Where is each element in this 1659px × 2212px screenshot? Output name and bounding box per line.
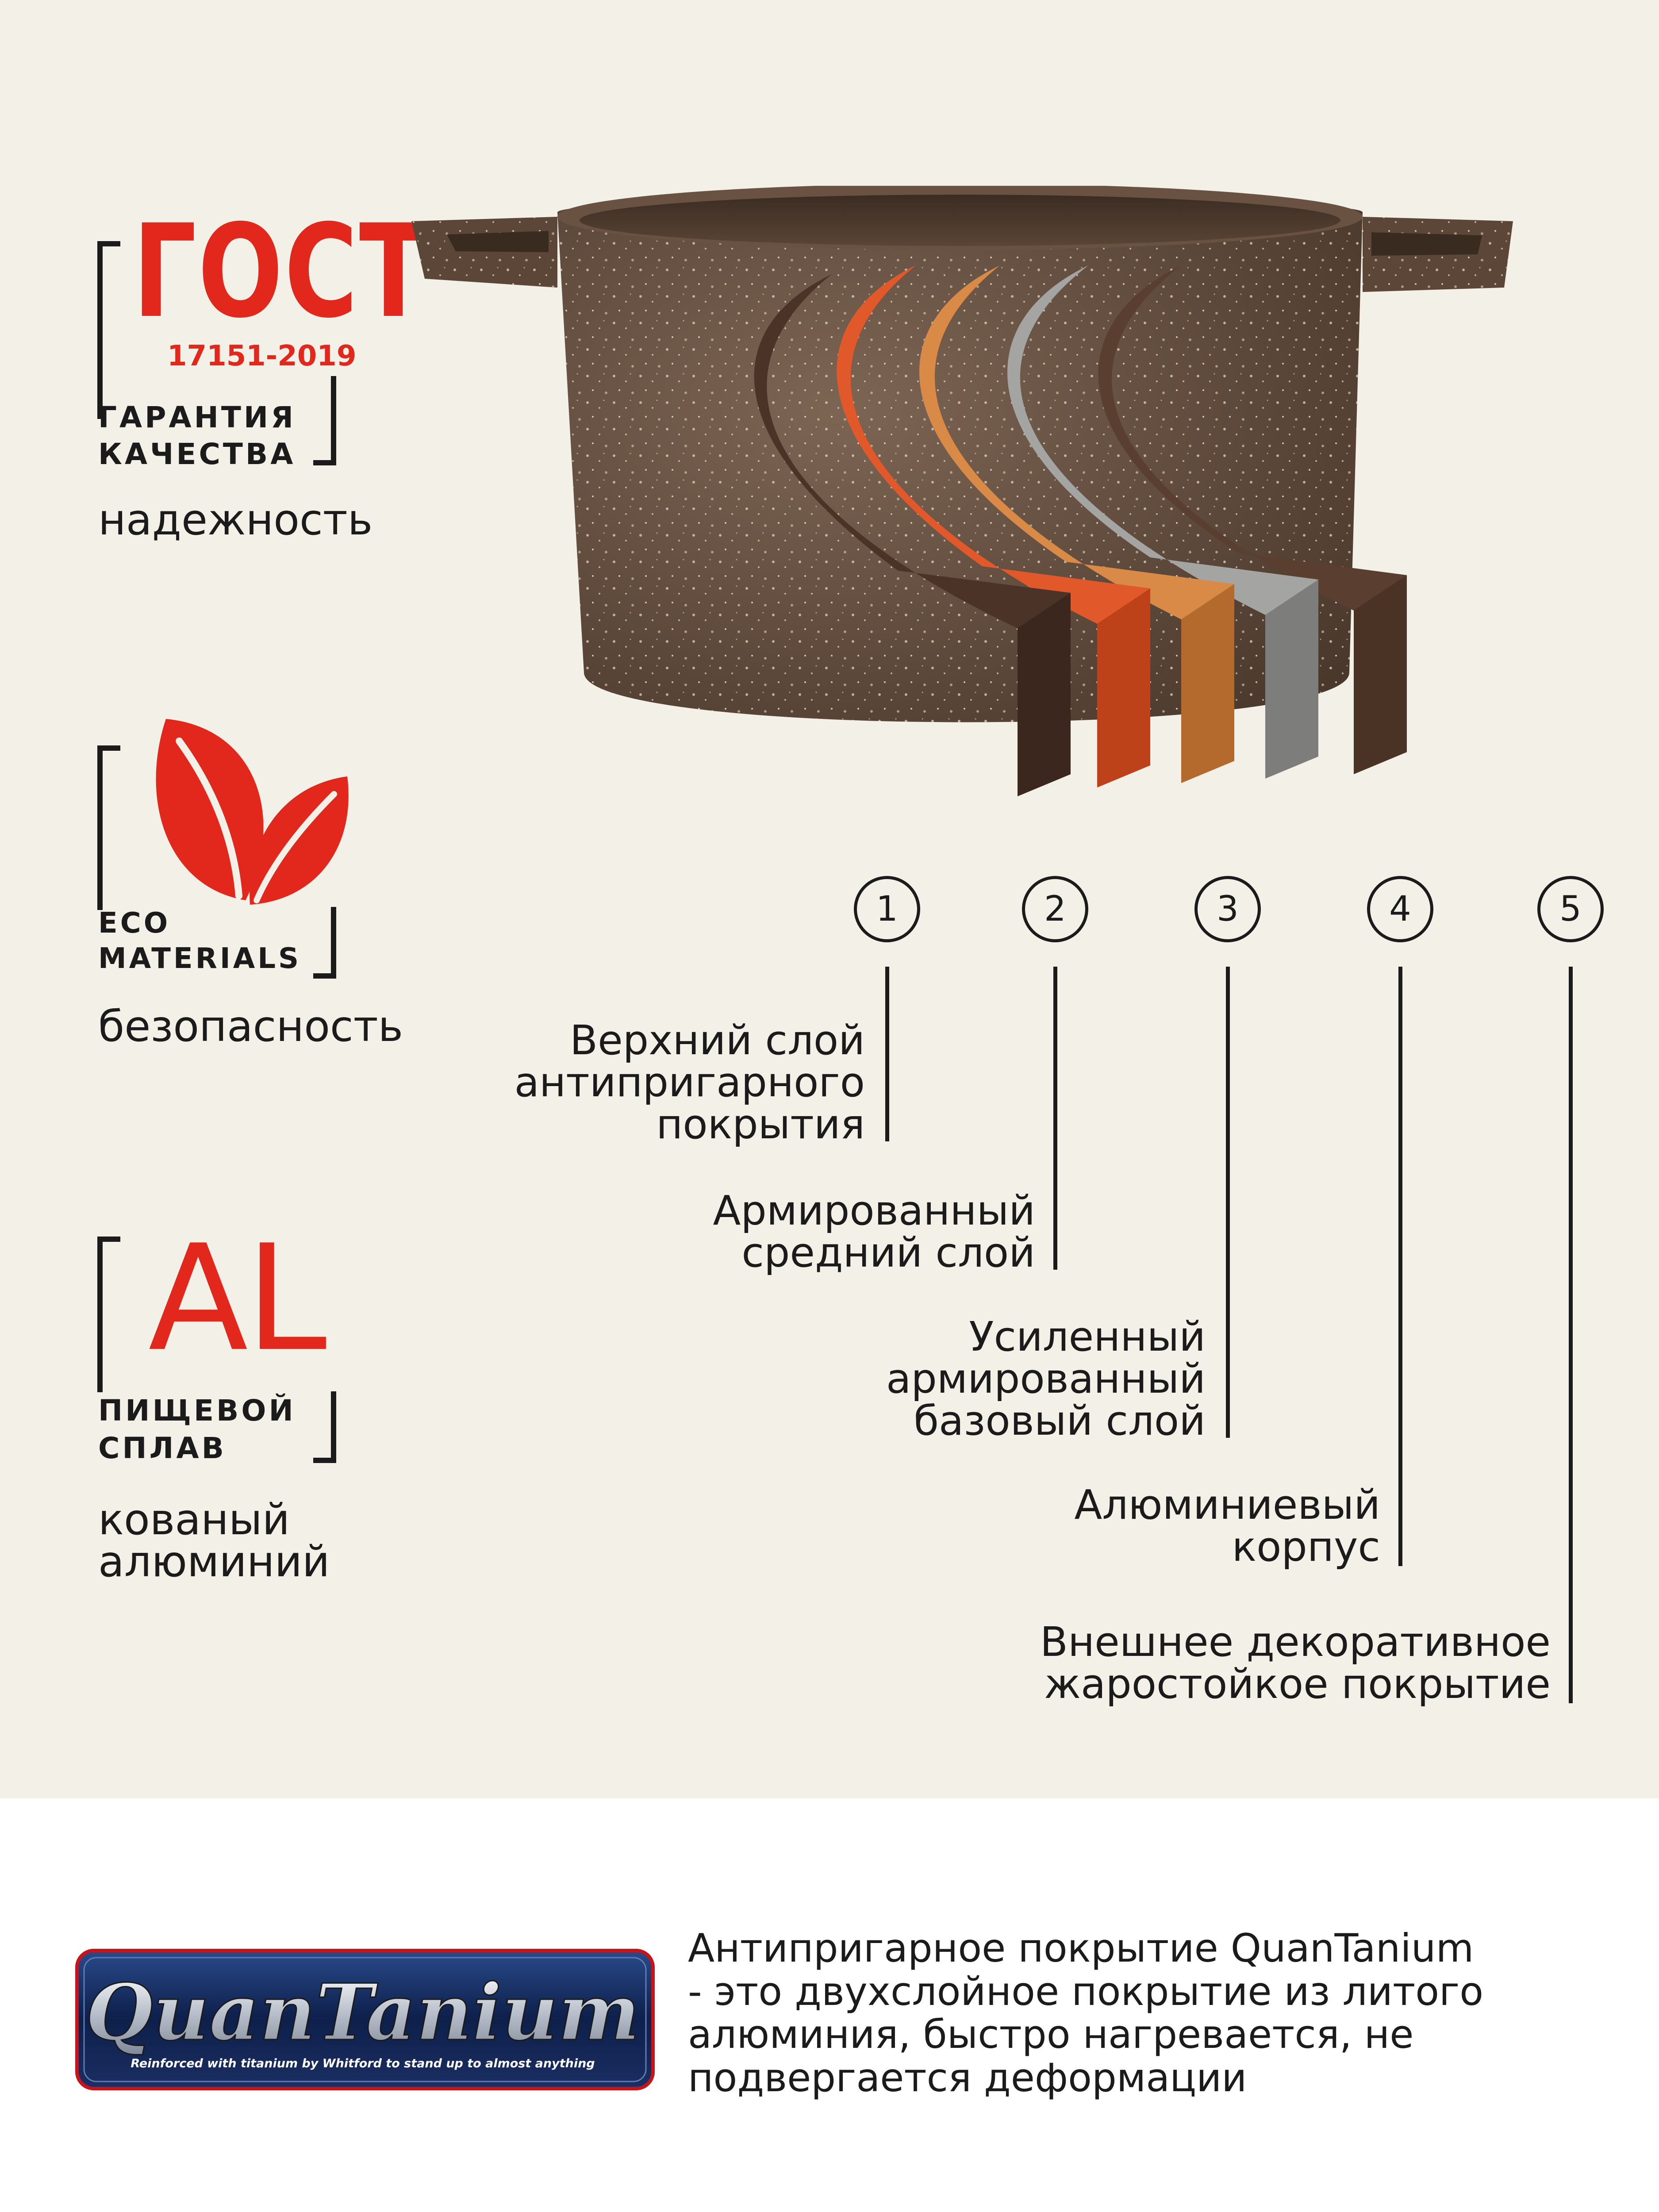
quantanium-logo: QuanTanium Reinforced with titanium by W… <box>75 1949 655 2090</box>
pot-illustration <box>411 186 1513 796</box>
eco-badge-line2: MATERIALS <box>98 942 302 975</box>
gost-bracket-bottom-right <box>313 376 336 465</box>
al-caption-line1: кованый <box>98 1495 290 1544</box>
layer-number-1: 1 <box>854 876 920 942</box>
al-badge-line1: ПИЩЕВОЙ <box>98 1394 296 1428</box>
leaf-icon <box>156 719 349 905</box>
layer-number-3: 3 <box>1194 876 1261 942</box>
right-handle <box>1363 217 1513 292</box>
layer-number-5: 5 <box>1537 876 1604 942</box>
layer-leader-line-3 <box>1226 967 1230 1438</box>
gost-mark: ГОСТ <box>133 197 429 346</box>
quantanium-wordmark: QuanTanium <box>85 1967 640 2058</box>
quantanium-tagline: Reinforced with titanium by Whitford to … <box>131 2057 595 2070</box>
al-bracket-bottom-right <box>313 1391 336 1463</box>
eco-caption: безопасность <box>98 1002 403 1051</box>
layer-number-4: 4 <box>1367 876 1433 942</box>
gost-badge-line2: КАЧЕСТВА <box>98 437 296 471</box>
layer-leader-line-1 <box>885 967 889 1141</box>
layer-label-1: Верхний слой антипригарного покрытия <box>514 1017 865 1148</box>
layer-label-2: Армированный средний слой <box>713 1187 1035 1276</box>
gost-bracket-top-left <box>97 241 120 419</box>
eco-badge-line1: ECO <box>98 907 171 940</box>
layer-label-5: Внешнее декоративное жаростойкое покрыти… <box>1040 1618 1551 1708</box>
layer-label-3: Усиленный армированный базовый слой <box>886 1313 1206 1444</box>
al-caption-line2: алюминий <box>98 1537 330 1586</box>
gost-number: 17151-2019 <box>167 340 357 373</box>
al-bracket-top-left <box>97 1237 120 1392</box>
layer-number-2: 2 <box>1022 876 1088 942</box>
al-mark: AL <box>148 1214 327 1383</box>
coating-description: Антипригарное покрытие QuanTanium - это … <box>688 1925 1484 2101</box>
eco-bracket-bottom-right <box>313 907 336 979</box>
layer-leader-line-5 <box>1569 967 1573 1703</box>
layer-label-4: Алюминиевый корпус <box>1074 1481 1380 1571</box>
gost-caption: надежность <box>98 495 373 545</box>
al-badge-line2: СПЛАВ <box>98 1431 227 1465</box>
left-handle <box>411 217 557 288</box>
layer-leader-line-2 <box>1053 967 1057 1270</box>
eco-bracket-top-left <box>97 745 120 910</box>
gost-badge-line1: ГАРАНТИЯ <box>98 400 296 434</box>
layer-leader-line-4 <box>1398 967 1402 1566</box>
